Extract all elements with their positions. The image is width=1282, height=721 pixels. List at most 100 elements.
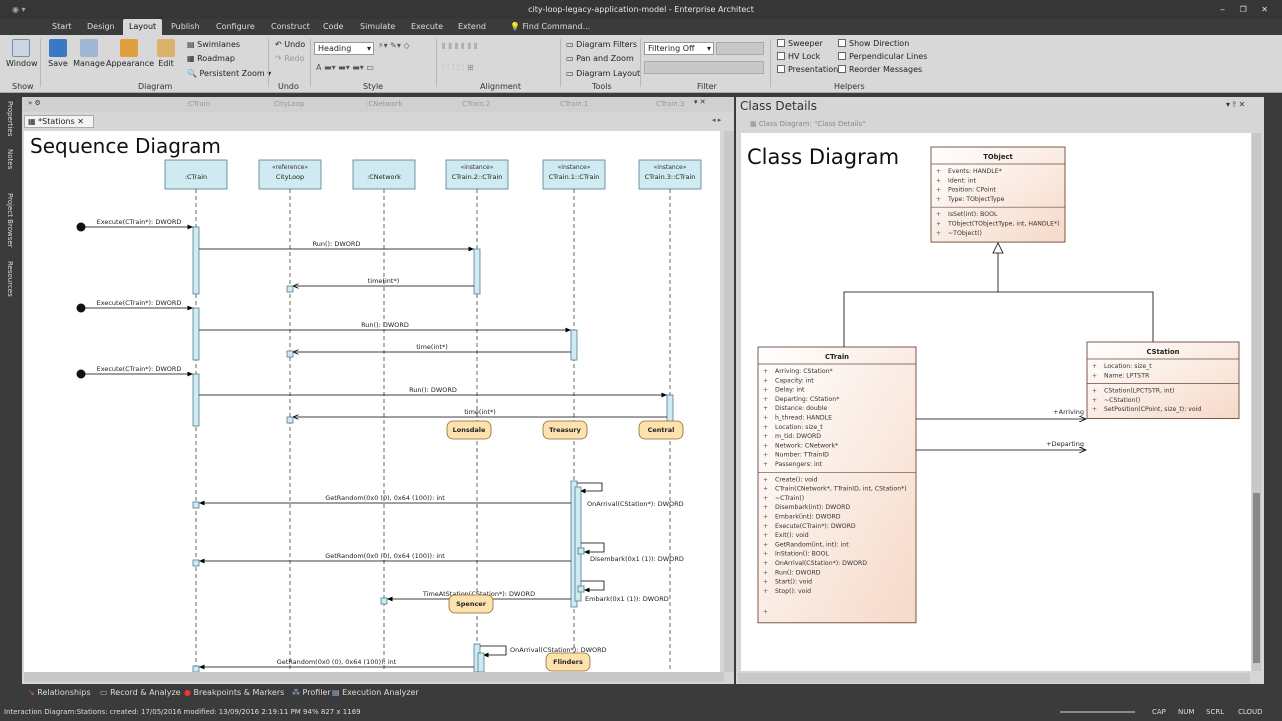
tab-code[interactable]: Code: [323, 22, 344, 31]
zoom-icon: 🔍: [187, 69, 200, 78]
initial-node: [76, 303, 86, 313]
redo-button[interactable]: ↷ Redo: [275, 54, 304, 63]
diagram-layout-button[interactable]: ▭ Diagram Layout: [566, 69, 640, 78]
message-label: OnArrival(CStation*): DWORD: [587, 500, 684, 508]
close-icon[interactable]: ✕: [77, 117, 84, 126]
side-tab-project-browser[interactable]: Project Browser: [6, 193, 14, 248]
tab-execution-analyzer[interactable]: ▤ Execution Analyzer: [332, 688, 419, 697]
persistent-zoom-label: Persistent Zoom: [199, 69, 265, 78]
perpendicular-checkbox[interactable]: Perpendicular Lines: [838, 52, 927, 61]
window-controls[interactable]: ‒ ❐ ✕: [1219, 5, 1274, 14]
zoom-slider[interactable]: [1060, 711, 1135, 713]
tab-breakpoints[interactable]: ● Breakpoints & Markers: [184, 688, 284, 697]
seq-hscroll[interactable]: [24, 672, 724, 682]
message-label: Execute(CTrain*): DWORD: [97, 218, 182, 226]
lifeline-stereotype: «instance»: [558, 164, 591, 171]
tab-profiler[interactable]: ⁂ Profiler: [292, 688, 331, 697]
seq-toolbar: » ⚙ :CTrain CityLoop :CNetwork CTrain.2 …: [22, 97, 734, 112]
side-tab-properties[interactable]: Properties: [6, 101, 14, 137]
class-operation: GetRandom(int, int): int: [775, 541, 849, 548]
filter-value-select[interactable]: [716, 42, 764, 55]
class-hscroll[interactable]: [738, 673, 1250, 683]
lifeline-name: CTrain.3::CTrain: [645, 173, 696, 181]
diagram-layout-label: Diagram Layout: [576, 69, 641, 78]
swimlanes-button[interactable]: ▤ Swimlanes: [187, 40, 240, 49]
tab-simulate[interactable]: Simulate: [360, 22, 396, 31]
filter-text-input[interactable]: [644, 61, 764, 74]
tab-record-analyze[interactable]: ▭ Record & Analyze: [100, 688, 181, 697]
seq-toolbar-label: :CTrain: [186, 100, 211, 108]
lifeline-stereotype: «instance»: [654, 164, 687, 171]
status-cloud: CLOUD: [1238, 708, 1263, 716]
visibility-marker: +: [1092, 388, 1097, 395]
style-select[interactable]: Heading▾: [314, 42, 374, 55]
diagram-filters-button[interactable]: ▭ Diagram Filters: [566, 40, 637, 49]
left-dock-strip: Properties Notes Project Browser Resourc…: [0, 93, 22, 683]
roadmap-icon: ▦: [187, 54, 198, 63]
message-label: OnArrival(CStation*): DWORD: [510, 646, 607, 654]
class-attribute: Position: CPoint: [948, 187, 996, 194]
tab-stations[interactable]: ▦ *Stations ✕: [24, 115, 94, 128]
font-tools[interactable]: A ▬▾ ▬▾ ▬▾ ▭: [316, 63, 374, 72]
tab-relationships[interactable]: ↘ Relationships: [28, 688, 91, 697]
side-tab-notes[interactable]: Notes: [6, 149, 14, 170]
tab-configure[interactable]: Configure: [216, 22, 255, 31]
reorder-checkbox[interactable]: Reorder Messages: [838, 65, 922, 74]
class-attribute: Capacity: int: [775, 377, 814, 384]
class-vscroll[interactable]: [1252, 133, 1261, 671]
filter-select[interactable]: Filtering Off▾: [644, 42, 714, 55]
show-direction-checkbox[interactable]: Show Direction: [838, 39, 909, 48]
appearance-button[interactable]: Appearance: [106, 39, 154, 68]
app-menu-icon[interactable]: ◉ ▾: [12, 5, 26, 14]
tab-extend[interactable]: Extend: [458, 22, 486, 31]
tab-construct[interactable]: Construct: [271, 22, 310, 31]
roadmap-button[interactable]: ▦ Roadmap: [187, 54, 235, 63]
lifeline-name: CTrain.1::CTrain: [549, 173, 600, 181]
style-tools[interactable]: ⚡▾ ✎▾ ◇: [378, 41, 410, 50]
sweeper-checkbox[interactable]: Sweeper: [777, 39, 823, 48]
visibility-marker: +: [1092, 372, 1097, 379]
state-invariant: [638, 420, 684, 440]
tab-nav-icon[interactable]: ◂ ▸: [712, 116, 722, 124]
presentation-checkbox[interactable]: Presentation: [777, 65, 838, 74]
pan-icon: ▭: [566, 54, 577, 63]
close-pane-icon[interactable]: ▾ ✕: [694, 98, 706, 106]
hv-lock-checkbox[interactable]: HV Lock: [777, 52, 820, 61]
class-operation: SetPosition(CPoint, size_t): void: [1104, 406, 1201, 413]
find-command[interactable]: 💡 Find Command...: [508, 19, 592, 35]
visibility-marker: +: [763, 560, 768, 567]
persistent-zoom-button[interactable]: 🔍 Persistent Zoom ▾: [187, 69, 272, 78]
manage-button[interactable]: Manage: [72, 39, 106, 68]
tab-design[interactable]: Design: [87, 22, 115, 31]
tab-start[interactable]: Start: [52, 22, 72, 31]
layout-icon: ▭: [566, 69, 577, 78]
initial-node: [76, 222, 86, 232]
pane-controls[interactable]: ▾ ⫯ ✕: [1226, 100, 1246, 109]
alignment-tools-row1[interactable]: ⫴⫴⫴⫴⫴⫴: [442, 42, 481, 51]
save-icon: [49, 39, 67, 57]
pan-zoom-button[interactable]: ▭ Pan and Zoom: [566, 54, 634, 63]
window-button[interactable]: Window: [6, 39, 38, 68]
breakpoint-icon: ●: [184, 688, 191, 697]
tab-layout[interactable]: Layout: [123, 19, 163, 35]
tab-publish[interactable]: Publish: [171, 22, 200, 31]
class-operation: ~CStation(): [1104, 397, 1140, 404]
sequence-diagram-svg: :CTrain«reference»CityLoop:CNetwork«inst…: [76, 159, 702, 672]
side-tab-resources[interactable]: Resources: [6, 261, 14, 297]
seq-vscroll[interactable]: [724, 131, 734, 672]
expand-icon[interactable]: » ⚙: [28, 99, 41, 107]
visibility-marker: +: [763, 442, 768, 449]
alignment-tools-row2[interactable]: ⫶⫶⫶⫶⫶⊞: [442, 63, 477, 72]
class-operation: Embark(int): DWORD: [775, 514, 841, 521]
roadmap-label: Roadmap: [197, 54, 235, 63]
save-button[interactable]: Save: [46, 39, 70, 68]
edit-button[interactable]: Edit: [154, 39, 178, 68]
state-invariant: [448, 594, 494, 614]
undo-button[interactable]: ↶ Undo: [275, 40, 305, 49]
class-operation: InStation(): BOOL: [775, 551, 829, 558]
group-diagram: Diagram: [138, 82, 173, 91]
tab-execute[interactable]: Execute: [411, 22, 443, 31]
status-cap: CAP: [1152, 708, 1166, 716]
class-attribute: Location: size_t: [775, 424, 823, 431]
activation-bar: [473, 248, 481, 295]
